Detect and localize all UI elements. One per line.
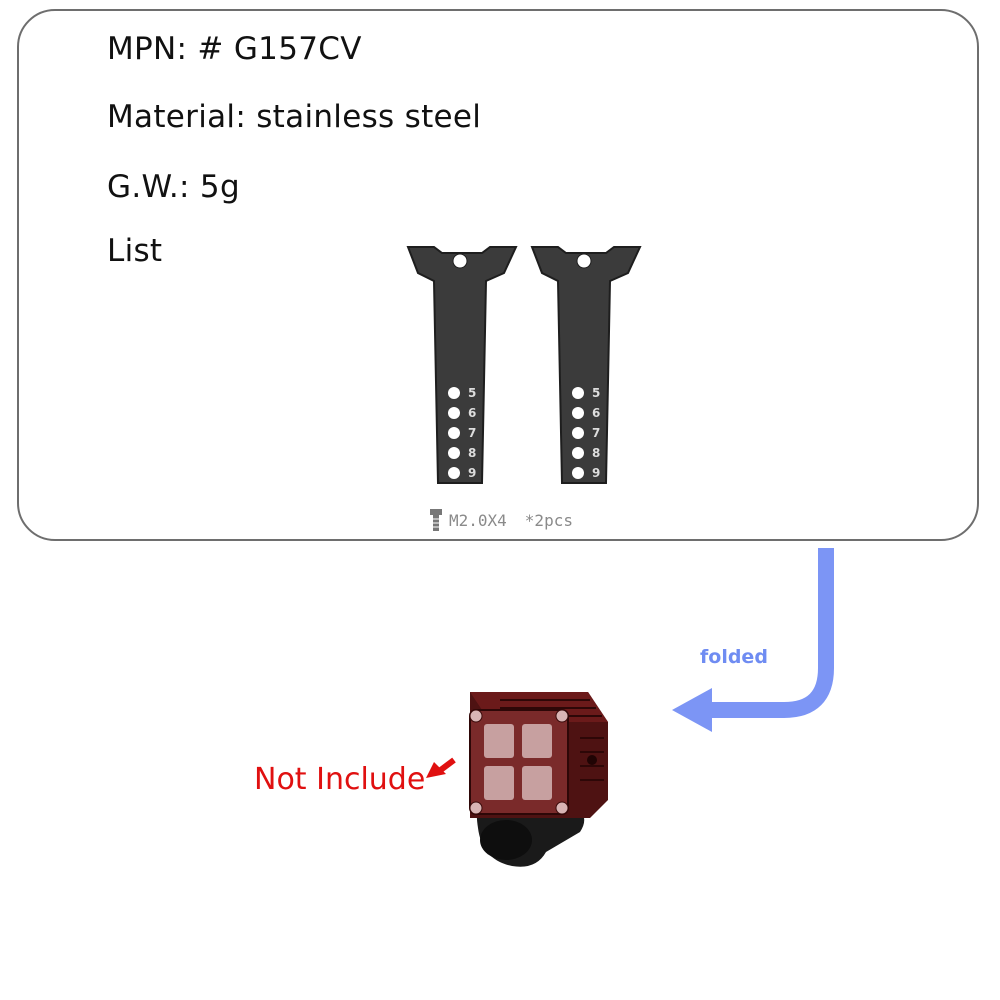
screw-icon — [430, 509, 442, 531]
material-text: Material: stainless steel — [107, 99, 482, 135]
light-pod-image — [469, 692, 608, 867]
bracket-right-number: 8 — [592, 446, 600, 460]
bracket-left-number: 7 — [468, 426, 476, 440]
spec-card: MPN: # G157CV Material: stainless steel … — [17, 9, 979, 541]
bracket-right — [530, 246, 642, 484]
screw-quantity: *2pcs — [524, 510, 573, 530]
bracket-right-number: 5 — [592, 386, 600, 400]
bracket-left-number: 8 — [468, 446, 476, 460]
not-include-label: Not Include — [254, 762, 426, 797]
folded-arrow-icon — [672, 548, 834, 732]
bracket-left-number: 9 — [468, 466, 476, 480]
screw-size: M2.0X4 — [449, 510, 507, 530]
bracket-right-number: 7 — [592, 426, 600, 440]
screw-note: M2.0X4 *2pcs — [429, 508, 573, 532]
bracket-left-number: 5 — [468, 386, 476, 400]
bracket-left-number: 6 — [468, 406, 476, 420]
bracket-pair-image: 5 6 7 8 9 5 6 7 8 9 — [406, 246, 642, 484]
gross-weight-text: G.W.: 5g — [107, 169, 240, 205]
mpn-text: MPN: # G157CV — [107, 31, 362, 67]
list-label: List — [107, 233, 163, 269]
folded-label: folded — [700, 646, 768, 668]
bracket-right-number: 9 — [592, 466, 600, 480]
bracket-right-number: 6 — [592, 406, 600, 420]
red-arrow-icon — [426, 757, 456, 778]
bracket-left — [406, 246, 518, 484]
